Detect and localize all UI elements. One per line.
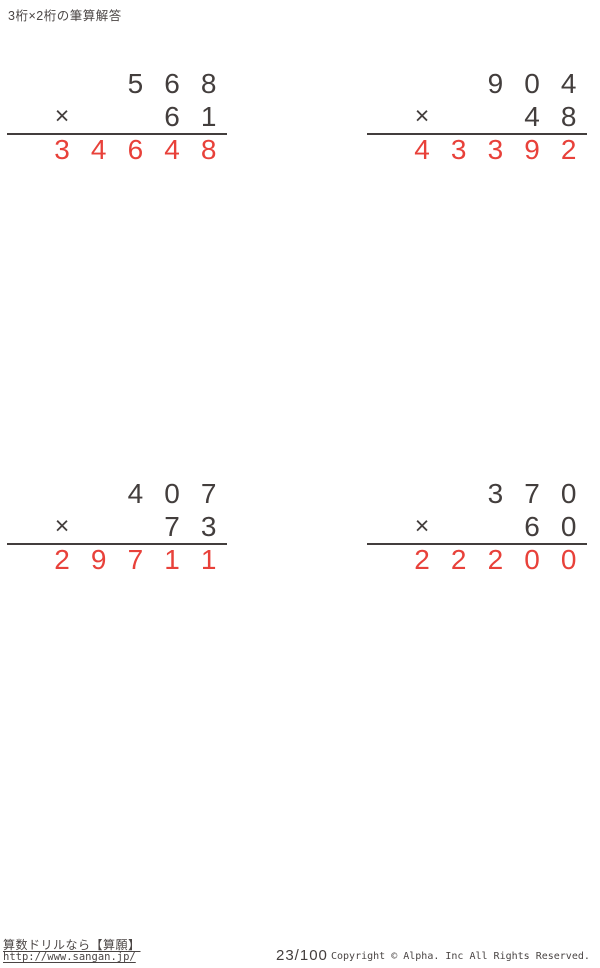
digit-cell: 3 (200, 510, 217, 542)
digit-cell: 1 (164, 544, 180, 575)
digit-cell: 0 (560, 478, 577, 510)
digit-cell: 4 (164, 134, 180, 165)
digit-cell: 8 (200, 68, 217, 100)
digit-cell: 2 (560, 134, 577, 165)
digit-cell: 8 (200, 134, 217, 165)
digit-cell: 4 (127, 478, 144, 510)
digit-cell: 3 (487, 478, 504, 510)
digit-cell: 4 (414, 134, 430, 165)
page-number: 23/100 (276, 947, 328, 964)
digit-cell: 9 (524, 134, 540, 165)
digit-cell: 4 (524, 100, 540, 132)
digit-cell: 0 (560, 510, 577, 542)
digit-cell: 2 (487, 544, 504, 575)
multiply-sign: × (54, 102, 70, 131)
digit-cell: 7 (200, 478, 217, 510)
digit-cell: 9 (90, 544, 107, 575)
digit-cell: 1 (200, 544, 217, 575)
digit-cell: 3 (487, 134, 504, 165)
digit-cell: 6 (164, 68, 180, 100)
digit-cell: 0 (560, 544, 577, 575)
digit-cell: 0 (164, 478, 180, 510)
digit-cell: 7 (524, 478, 540, 510)
digit-cell: 2 (450, 544, 467, 575)
digit-cell: 6 (127, 134, 144, 165)
page-title: 3桁×2桁の筆算解答 (8, 9, 122, 23)
digit-cell: 2 (54, 544, 70, 575)
digit-cell: 4 (90, 134, 107, 165)
answer-line (7, 543, 227, 545)
digit-cell: 0 (524, 68, 540, 100)
footer-site-link[interactable]: 算数ドリルなら【算願】 (3, 938, 141, 952)
digit-cell: 9 (487, 68, 504, 100)
digit-cell: 5 (127, 68, 144, 100)
digit-cell: 3 (450, 134, 467, 165)
digit-cell: 6 (164, 100, 180, 132)
digit-cell: 0 (524, 544, 540, 575)
copyright-text: Copyright © Alpha. Inc All Rights Reserv… (331, 951, 590, 962)
digit-cell: 3 (54, 134, 70, 165)
footer-url-link[interactable]: http://www.sangan.jp/ (3, 951, 136, 963)
answer-line (367, 543, 587, 545)
digit-cell: 1 (200, 100, 217, 132)
multiply-sign: × (54, 512, 70, 541)
multiply-sign: × (414, 102, 430, 131)
digit-cell: 6 (524, 510, 540, 542)
digit-cell: 4 (560, 68, 577, 100)
digit-cell: 7 (164, 510, 180, 542)
answer-line (7, 133, 227, 135)
digit-cell: 8 (560, 100, 577, 132)
digit-cell: 7 (127, 544, 144, 575)
multiply-sign: × (414, 512, 430, 541)
digit-cell: 2 (414, 544, 430, 575)
answer-line (367, 133, 587, 135)
